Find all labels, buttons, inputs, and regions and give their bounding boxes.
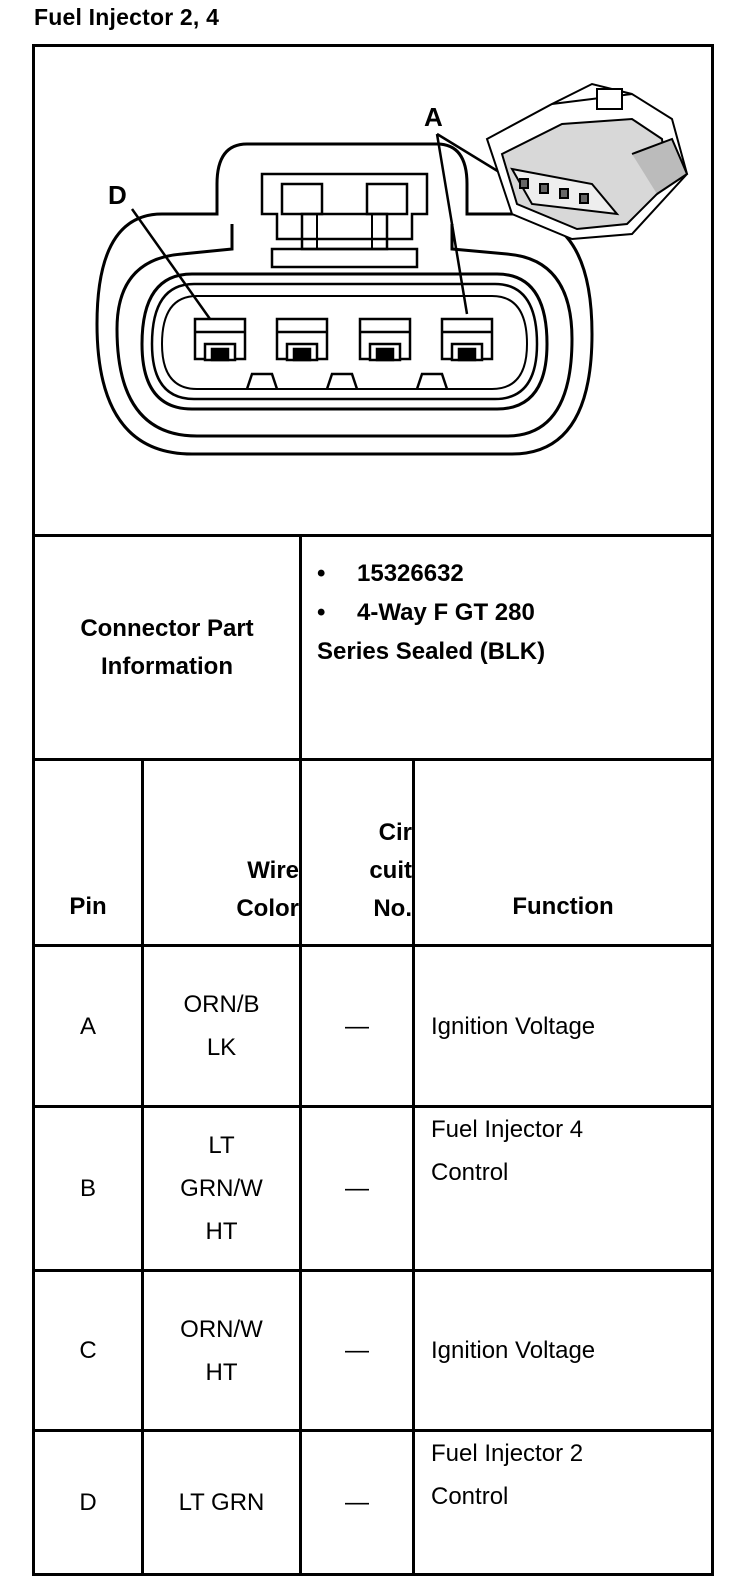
header-circuit-no: Cir cuit No. bbox=[369, 819, 412, 922]
terminal-c bbox=[275, 317, 329, 362]
row-b-wire: LT GRN/W HT bbox=[180, 1132, 263, 1245]
row-d-function: Fuel Injector 2 Control bbox=[431, 1440, 584, 1510]
page-title: Fuel Injector 2, 4 bbox=[34, 4, 220, 30]
leader-a-1 bbox=[435, 133, 469, 315]
divider-diagram bbox=[32, 534, 714, 537]
row-b-function: Fuel Injector 4 Control bbox=[431, 1116, 584, 1186]
header-pin: Pin bbox=[69, 893, 107, 920]
header-function: Function bbox=[512, 893, 614, 920]
row-b-pin: B bbox=[79, 1175, 96, 1202]
connector-outer-shell bbox=[95, 142, 594, 456]
leader-d bbox=[130, 208, 212, 320]
row-c-circuit: — bbox=[345, 1337, 369, 1364]
divider-bottom bbox=[32, 1573, 714, 1576]
header-wire-color: Wire Color bbox=[236, 857, 299, 922]
callout-d: D bbox=[108, 180, 127, 210]
terminal-d bbox=[193, 317, 247, 362]
connector-info-values: •15326632 •4-Way F GT 280 Series Sealed … bbox=[317, 554, 545, 671]
terminal-a bbox=[440, 317, 494, 362]
connector-body-ring-1 bbox=[115, 224, 574, 438]
divider-header bbox=[32, 944, 714, 947]
connector-face bbox=[140, 272, 549, 411]
divider-row-b bbox=[32, 1269, 714, 1272]
divider-info bbox=[32, 758, 714, 761]
row-d-wire: LT GRN bbox=[178, 1489, 265, 1516]
row-b-circuit: — bbox=[345, 1175, 369, 1202]
connector-table-frame bbox=[32, 44, 714, 1576]
divider-row-a bbox=[32, 1105, 714, 1108]
divider-circuit-col bbox=[412, 758, 415, 1576]
connector-info-label: Connector Part Information bbox=[80, 614, 254, 680]
row-d-circuit: — bbox=[345, 1489, 369, 1516]
part-number: •15326632 bbox=[317, 560, 464, 587]
divider-pin-col bbox=[141, 758, 144, 1576]
connector-thumbnail bbox=[485, 82, 689, 241]
row-a-circuit: — bbox=[345, 1012, 369, 1040]
row-c-function: Ignition Voltage bbox=[431, 1337, 596, 1364]
connector-series: Series Sealed (BLK) bbox=[317, 638, 546, 665]
connector-diagram: A D bbox=[95, 82, 689, 456]
row-d-pin: D bbox=[79, 1489, 97, 1516]
row-a-pin: A bbox=[79, 1012, 96, 1040]
row-c-pin: C bbox=[79, 1337, 97, 1364]
divider-row-c bbox=[32, 1429, 714, 1432]
connector-type: •4-Way F GT 280 bbox=[317, 599, 535, 626]
row-a-wire: ORN/B LK bbox=[183, 991, 260, 1061]
connector-latch bbox=[260, 172, 429, 241]
row-c-wire: ORN/W HT bbox=[180, 1315, 263, 1386]
terminal-b bbox=[358, 317, 412, 362]
divider-info-col bbox=[299, 534, 302, 1576]
row-a-function: Ignition Voltage bbox=[431, 1012, 596, 1040]
callout-a: A bbox=[424, 102, 443, 132]
